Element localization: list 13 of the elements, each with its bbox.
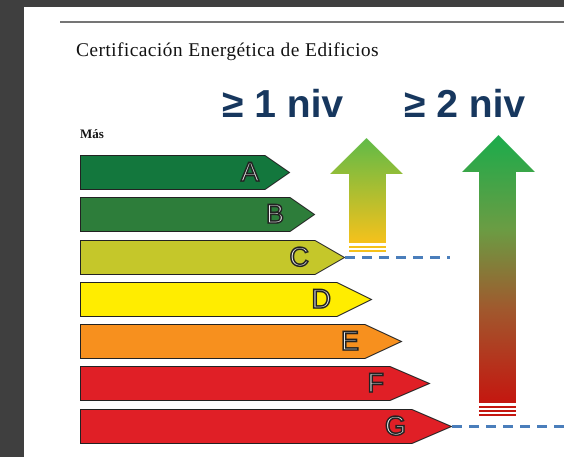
- diagram-title: Certificación Energética de Edificios: [76, 40, 380, 62]
- rating-letter: G: [384, 413, 406, 440]
- rating-letter: E: [340, 328, 359, 355]
- scale-label: Más: [80, 126, 104, 142]
- rating-letter: F: [368, 370, 384, 397]
- rating-letter: A: [240, 159, 259, 186]
- rating-letter: D: [312, 286, 331, 313]
- rating-letter: C: [290, 244, 309, 271]
- level-label: ≥ 2 niv: [404, 85, 526, 124]
- dashed-line: [452, 425, 564, 428]
- level-label: ≥ 1 niv: [222, 85, 344, 124]
- rating-letter: B: [266, 201, 284, 228]
- dashed-line: [345, 256, 450, 259]
